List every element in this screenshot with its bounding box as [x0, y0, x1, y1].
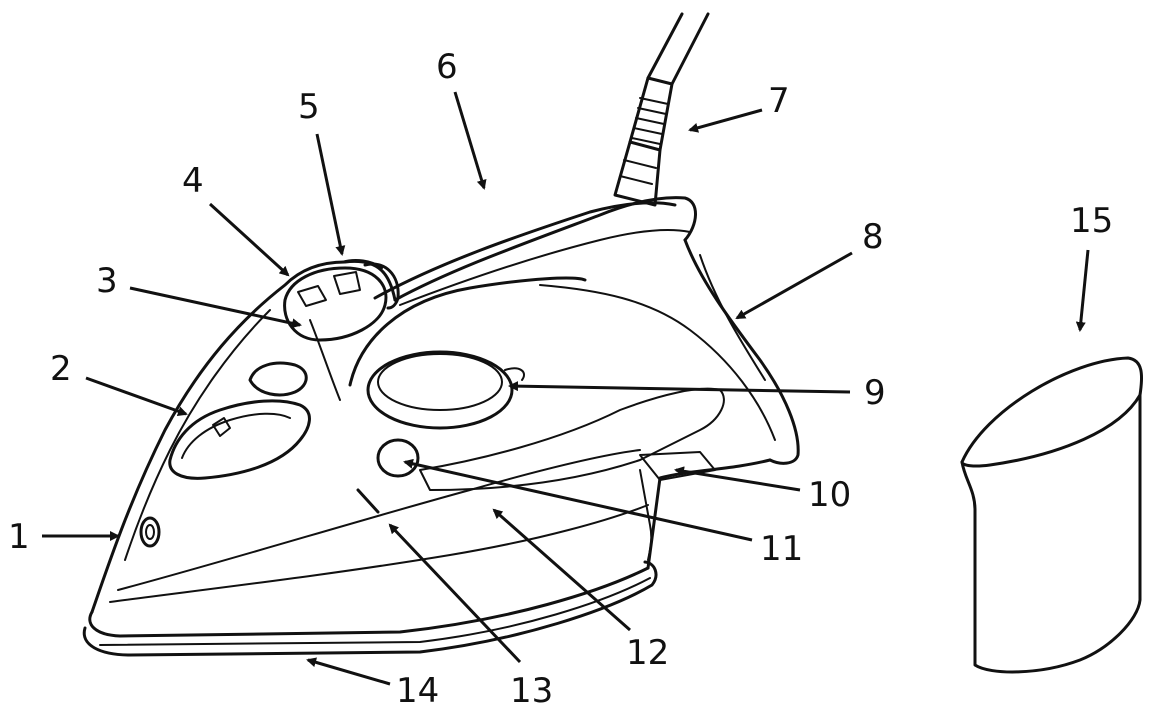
callout-label-6: 6	[436, 47, 458, 87]
spray-button-icon	[212, 417, 231, 437]
callout-label-12: 12	[626, 633, 669, 673]
top-buttons	[283, 259, 400, 342]
max-fill-mark	[356, 488, 380, 514]
callout-label-4: 4	[182, 161, 204, 201]
callout-labels: 1 2 3 4 5 6 7 8 9 10 11 12 13 14 15	[8, 47, 1113, 709]
callout-arrows	[42, 91, 1090, 686]
arrow-4	[208, 202, 290, 277]
callout-label-10: 10	[808, 475, 851, 515]
arrow-13	[388, 523, 522, 664]
callout-label-2: 2	[50, 349, 72, 389]
callout-label-7: 7	[768, 81, 790, 121]
heel-rest	[639, 451, 716, 481]
arrow-8	[735, 251, 853, 320]
arrow-15	[1075, 249, 1090, 332]
callout-label-13: 13	[510, 671, 553, 709]
temperature-dial	[366, 350, 525, 430]
spray-nozzle	[139, 516, 161, 548]
arrow-12	[492, 508, 631, 632]
callout-label-5: 5	[298, 87, 320, 127]
arrow-2	[85, 376, 188, 416]
indicator-light	[376, 438, 420, 478]
arrow-6	[453, 91, 487, 190]
arrow-9	[508, 381, 851, 394]
arrow-7	[688, 108, 763, 133]
iron-body	[90, 196, 800, 614]
arrow-5	[315, 133, 346, 256]
callout-label-8: 8	[862, 217, 884, 257]
power-cord	[646, 12, 710, 86]
steam-iron-illustration	[82, 12, 800, 657]
arrow-10	[674, 466, 801, 492]
arrow-3	[129, 286, 302, 329]
callout-label-9: 9	[864, 373, 886, 413]
callout-label-1: 1	[8, 517, 30, 557]
cord-protector	[613, 76, 674, 207]
callout-label-3: 3	[96, 261, 118, 301]
measuring-cup	[960, 356, 1143, 674]
soleplate	[82, 560, 658, 657]
arrow-11	[403, 458, 753, 542]
arrow-14	[306, 657, 391, 686]
callout-label-11: 11	[760, 529, 803, 569]
callout-label-14: 14	[396, 671, 439, 709]
callout-label-15: 15	[1070, 201, 1113, 241]
control-panel-front	[168, 361, 311, 480]
